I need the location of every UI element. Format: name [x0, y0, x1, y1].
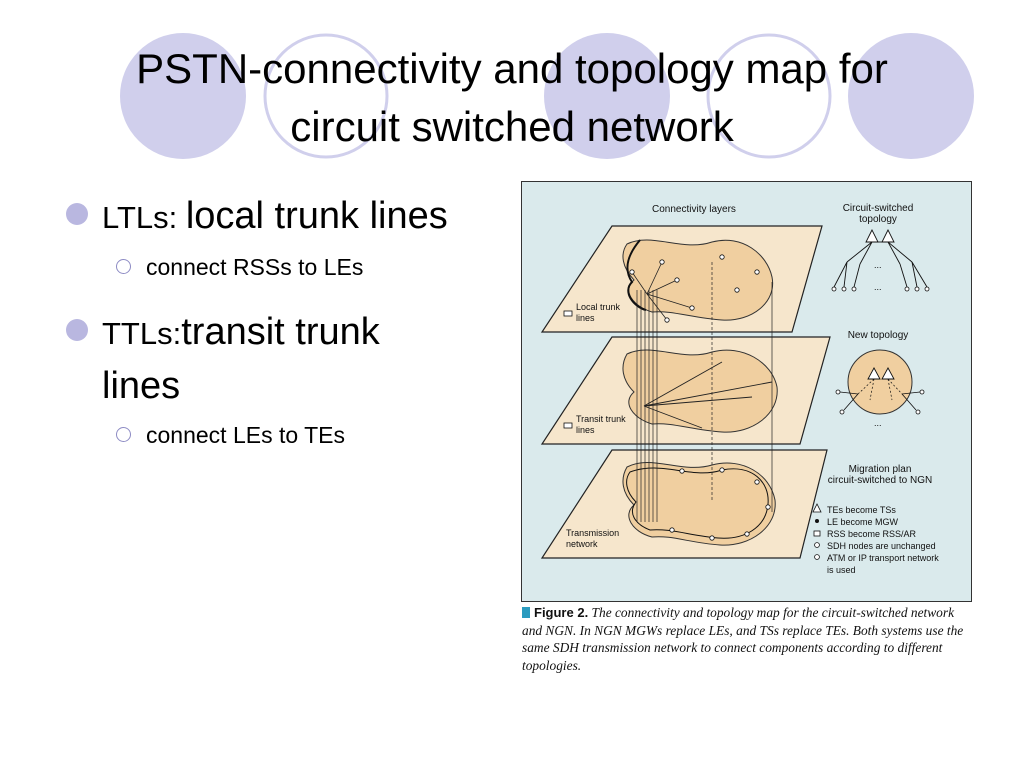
decor-circle-1 [120, 33, 246, 159]
topology-ellipsis-2: ... [874, 282, 882, 292]
sub-bullet-ring-icon [116, 427, 131, 442]
migration-label-line-1: Migration plan [849, 464, 912, 475]
square-icon [813, 530, 821, 537]
layer-transmission: Transmission network [540, 449, 828, 559]
new-topology-ellipsis: ... [874, 418, 882, 428]
layer1-label-line-2: lines [576, 313, 595, 323]
header-topology-line-1: Circuit-switched [843, 203, 914, 214]
caption-label: Figure 2. [534, 605, 589, 620]
layer3-label-line-1: Transmission [566, 528, 619, 538]
decor-circle-4 [706, 33, 832, 159]
bullet-dot-icon [66, 319, 88, 341]
bullet-list: LTLs: local trunk lines connect RSSs to … [64, 190, 464, 474]
vertical-connectors [636, 262, 773, 522]
caption-text: The connectivity and topology map for th… [522, 605, 964, 673]
figure-caption: Figure 2. The connectivity and topology … [522, 604, 974, 674]
caption-marker-icon [522, 607, 530, 618]
layer3-label-line-2: network [566, 539, 598, 549]
network-diagram: Connectivity layers Circuit-switched top… [540, 203, 939, 575]
new-topology-graphic: ... [835, 349, 925, 428]
bullet-text: transit trunk lines [102, 311, 380, 407]
decor-circle-2 [263, 33, 389, 159]
sub-bullet-ring-icon [116, 259, 131, 274]
migration-legend: TEs become TSs LE become MGW RSS become … [812, 503, 939, 575]
migration-label-line-2: circuit-switched to NGN [828, 475, 932, 486]
triangle-icon [812, 503, 822, 513]
layer2-label-line-2: lines [576, 425, 595, 435]
ring-icon [814, 542, 820, 548]
sub-bullet-item: connect RSSs to LEs [64, 250, 464, 284]
new-topology-label: New topology [848, 330, 909, 341]
bullet-prefix: TTLs: [102, 316, 182, 351]
topology-ellipsis-1: ... [874, 260, 882, 270]
legend-item-6: is used [827, 565, 856, 575]
sub-bullet-item: connect LEs to TEs [64, 418, 464, 452]
decorative-circles [120, 33, 974, 159]
bullet-prefix: LTLs: [102, 200, 186, 235]
network-figure: Connectivity layers Circuit-switched top… [521, 181, 972, 602]
legend-item-3: RSS become RSS/AR [827, 529, 917, 539]
legend-line-icon [563, 422, 573, 429]
layer1-label-line-1: Local trunk [576, 302, 621, 312]
layer-local-trunk: Local trunk lines [540, 225, 823, 333]
bullet-item-ttls: TTLs:transit trunk lines [64, 306, 464, 412]
sub-bullet-text: connect LEs to TEs [146, 422, 346, 448]
decor-circle-3 [544, 33, 670, 159]
legend-item-4: SDH nodes are unchanged [827, 541, 936, 551]
header-topology-line-2: topology [859, 214, 897, 225]
slide-title-line-2: circuit switched network [290, 103, 734, 150]
legend-item-5: ATM or IP transport network [827, 553, 939, 563]
layer-transit-trunk: Transit trunk lines [540, 336, 831, 445]
legend-line-icon [563, 310, 573, 317]
slide-title: PSTN-connectivity and topology map for c… [40, 40, 984, 156]
legend-item-1: TEs become TSs [827, 505, 896, 515]
header-connectivity-layers: Connectivity layers [652, 204, 736, 215]
sub-bullet-text: connect RSSs to LEs [146, 254, 364, 280]
circuit-switched-topology-graphic [833, 228, 928, 288]
node-icon [814, 554, 820, 560]
dot-icon [815, 519, 819, 523]
bullet-item-ltls: LTLs: local trunk lines [64, 190, 464, 244]
layer2-label-line-1: Transit trunk [576, 414, 626, 424]
slide-title-line-1: PSTN-connectivity and topology map for [136, 45, 888, 92]
bullet-dot-icon [66, 203, 88, 225]
decor-circle-5 [848, 33, 974, 159]
bullet-text: local trunk lines [185, 195, 448, 237]
legend-item-2: LE become MGW [827, 517, 899, 527]
